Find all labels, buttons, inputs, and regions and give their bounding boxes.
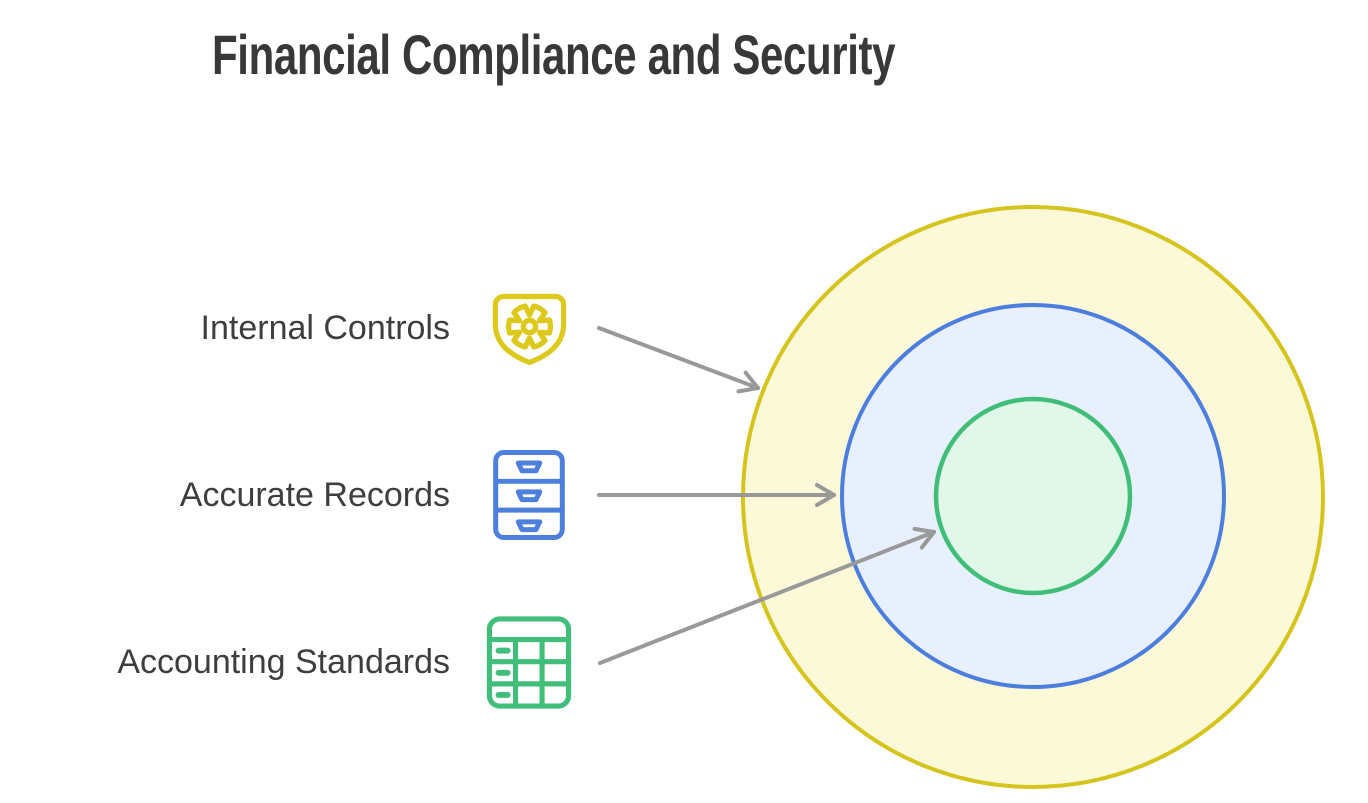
item-label-internal-controls: Internal Controls (200, 309, 450, 347)
item-internal-controls: Internal Controls (0, 281, 574, 375)
page-title: Financial Compliance and Security (212, 23, 896, 86)
inner-ring (933, 396, 1133, 596)
connector-internal-controls (597, 326, 760, 394)
item-label-accurate-records: Accurate Records (179, 476, 450, 514)
table-grid-icon (484, 615, 574, 710)
item-accounting-standards: Accounting Standards (0, 614, 574, 710)
connector-accounting-standards (598, 526, 936, 665)
item-accurate-records: Accurate Records (0, 448, 574, 542)
item-label-accounting-standards: Accounting Standards (117, 643, 450, 681)
shield-gear-icon (484, 282, 574, 374)
file-drawers-icon (484, 448, 574, 542)
